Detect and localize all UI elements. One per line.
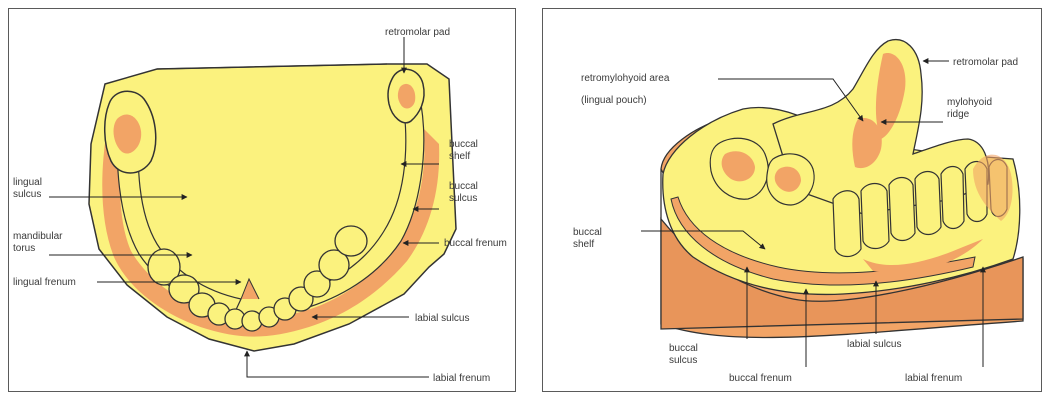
label-labial-sulcus: labial sulcus [415,313,469,324]
label-buccal-frenum: buccal frenum [444,238,507,249]
oblique-view-panel: retromylohyoid area (lingual pouch) retr… [542,8,1042,392]
label-retromylohyoid-area: retromylohyoid area [581,73,670,84]
label-buccal-frenum: buccal frenum [729,373,792,384]
oblique-view-diagram: retromylohyoid area (lingual pouch) retr… [543,9,1043,393]
label-retromolar-pad: retromolar pad [385,27,450,38]
label-labial-frenum: labial frenum [905,373,962,384]
label-labial-sulcus: labial sulcus [847,339,901,350]
label-labial-frenum: labial frenum [433,373,490,384]
label-retromolar-pad: retromolar pad [953,57,1018,68]
label-lingual-frenum: lingual frenum [13,277,76,288]
label-lingual-pouch: (lingual pouch) [581,95,647,106]
